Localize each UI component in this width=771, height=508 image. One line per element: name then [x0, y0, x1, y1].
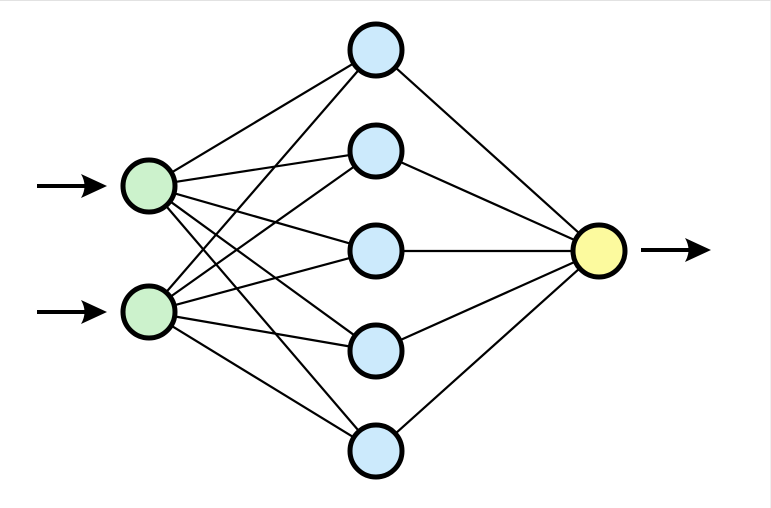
edge-h1-o1 — [393, 65, 582, 236]
edge-i2-h4 — [173, 315, 352, 348]
node-o1[interactable] — [570, 222, 628, 280]
input-node-circle[interactable] — [120, 283, 178, 341]
node-group — [120, 21, 628, 480]
node-h3[interactable] — [347, 222, 405, 280]
edge-i2-h2 — [168, 164, 357, 299]
input-node-circle[interactable] — [120, 157, 178, 215]
edge-h5-o1 — [393, 266, 582, 436]
hidden-node-circle[interactable] — [347, 322, 405, 380]
edge-group — [164, 61, 582, 439]
node-h5[interactable] — [347, 422, 405, 480]
input-arrow-1 — [37, 174, 107, 198]
edge-i2-h1 — [164, 68, 361, 294]
edge-i1-h3 — [172, 191, 353, 246]
arrow-group — [37, 174, 711, 324]
edge-i1-h5 — [164, 204, 361, 433]
output-arrow-1-head-icon — [685, 238, 711, 262]
node-i1[interactable] — [120, 157, 178, 215]
input-arrow-1-head-icon — [81, 174, 107, 198]
output-node-circle[interactable] — [570, 222, 628, 280]
node-h4[interactable] — [347, 322, 405, 380]
edge-i1-h4 — [168, 199, 357, 338]
edge-i2-h3 — [172, 256, 353, 307]
edge-h4-o1 — [398, 260, 577, 342]
edge-i1-h1 — [169, 61, 356, 175]
input-arrow-2-head-icon — [81, 300, 107, 324]
node-h1[interactable] — [347, 21, 405, 79]
hidden-node-circle[interactable] — [347, 21, 405, 79]
output-arrow-1 — [641, 238, 711, 262]
edge-i2-h5 — [169, 324, 356, 439]
input-arrow-2 — [37, 300, 107, 324]
node-i2[interactable] — [120, 283, 178, 341]
edge-i1-h2 — [173, 153, 352, 184]
edge-h2-o1 — [398, 160, 577, 242]
hidden-node-circle[interactable] — [347, 122, 405, 180]
node-h2[interactable] — [347, 122, 405, 180]
hidden-node-circle[interactable] — [347, 222, 405, 280]
hidden-node-circle[interactable] — [347, 422, 405, 480]
